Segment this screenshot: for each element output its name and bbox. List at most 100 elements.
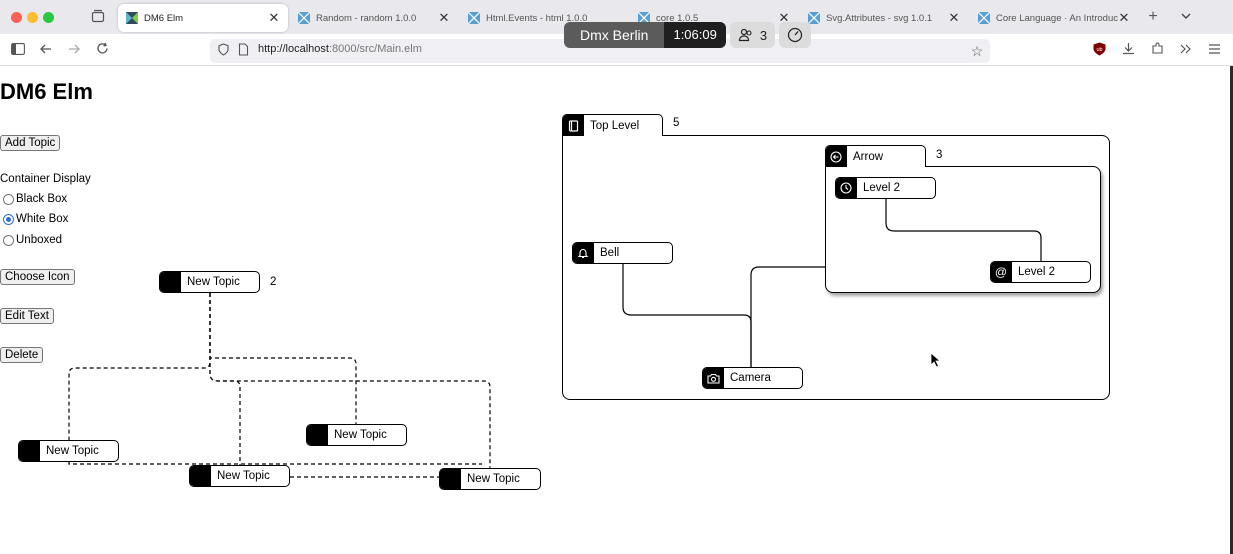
top-level-label: Top Level (590, 119, 640, 132)
topic-node[interactable]: New Topic (159, 271, 260, 293)
topic-label: New Topic (187, 276, 240, 288)
back-icon[interactable] (38, 42, 54, 58)
arrow-circle-icon (826, 146, 847, 167)
unboxed-label: Unboxed (16, 234, 63, 246)
menu-icon[interactable] (1206, 42, 1222, 58)
edit-text-button[interactable]: Edit Text (0, 308, 54, 324)
topic-node[interactable]: New Topic (306, 424, 407, 446)
sidebar-toggle-icon[interactable] (10, 42, 26, 58)
add-topic-button[interactable]: Add Topic (0, 135, 61, 151)
at-icon: @ (991, 262, 1012, 282)
close-window-button[interactable] (11, 12, 22, 23)
elm-favicon-icon (126, 12, 138, 24)
close-tab-icon[interactable]: ✕ (948, 10, 960, 25)
topic-label: New Topic (46, 445, 99, 457)
speed-button[interactable] (779, 22, 812, 48)
close-tab-icon[interactable]: ✕ (1118, 10, 1130, 25)
tab-title: Svg.Attributes - svg 1.0.1 (826, 12, 933, 24)
topic-icon (440, 469, 461, 489)
participants-icon (738, 28, 752, 42)
close-tab-icon[interactable]: ✕ (778, 10, 790, 25)
page-icon[interactable] (236, 43, 250, 59)
camera-icon (703, 368, 724, 388)
topic-node[interactable]: New Topic (439, 468, 541, 490)
bell-icon (573, 243, 594, 263)
tab-title: Html.Events - html 1.0.0 (486, 12, 588, 24)
ublock-icon[interactable]: ub (1091, 42, 1107, 59)
clock-icon (836, 178, 857, 198)
level2-topic-a[interactable]: Level 2 (835, 177, 936, 199)
chevron-down-icon[interactable] (1178, 9, 1194, 25)
close-tab-icon[interactable]: ✕ (268, 10, 280, 25)
container-display-label: Container Display (0, 173, 91, 185)
participant-count: 3 (759, 27, 768, 43)
association-line (209, 293, 241, 466)
topic-label: New Topic (467, 473, 520, 485)
download-icon[interactable] (1120, 42, 1136, 58)
zoom-window-button[interactable] (43, 12, 54, 23)
bell-topic[interactable]: Bell (572, 242, 673, 264)
forward-icon[interactable] (66, 42, 82, 58)
tab-title: Core Language · An Introducti (996, 12, 1118, 24)
reload-icon[interactable] (94, 42, 110, 58)
topic-icon (19, 441, 40, 461)
association-line (209, 293, 357, 425)
url-host: http://localhost (258, 43, 329, 55)
extensions-icon[interactable] (1149, 42, 1165, 58)
tab-overview-icon[interactable] (90, 9, 106, 26)
black-box-label: Black Box (16, 193, 68, 205)
level2-a-label: Level 2 (863, 182, 901, 194)
topic-label: New Topic (334, 429, 387, 441)
camera-topic[interactable]: Camera (702, 367, 803, 389)
meeting-overlay: Dmx Berlin 1:06:09 3 (564, 22, 812, 48)
minimize-window-button[interactable] (27, 12, 38, 23)
url-text[interactable]: http://localhost:8000/src/Main.elm (258, 43, 422, 55)
new-tab-icon[interactable]: + (1148, 8, 1158, 25)
mouse-cursor-icon (930, 352, 942, 368)
level2-b-label: Level 2 (1018, 266, 1056, 278)
topic-icon (160, 272, 181, 292)
white-box-label: White Box (16, 213, 69, 225)
topic-icon (190, 466, 211, 486)
dashed-associations (68, 293, 491, 478)
tab-title: DM6 Elm (144, 12, 184, 24)
tab-title: core 1.0.5 (656, 12, 699, 24)
gauge-icon (787, 27, 803, 43)
shield-icon[interactable] (216, 43, 230, 59)
bookmark-star-icon[interactable]: ☆ (970, 43, 984, 59)
choose-icon-button[interactable]: Choose Icon (0, 269, 75, 285)
overflow-chevron-icon[interactable] (1177, 42, 1193, 58)
camera-label: Camera (730, 372, 771, 384)
meeting-timer: 1:06:09 (664, 22, 726, 48)
white-box-radio[interactable] (3, 214, 14, 225)
tab-random[interactable]: Random - random 1.0.0 ✕ (290, 4, 458, 32)
elm-favicon-icon (978, 12, 990, 24)
association-line (68, 461, 482, 465)
delete-button[interactable]: Delete (0, 347, 44, 363)
top-level-count: 5 (673, 117, 680, 129)
svg-text:ub: ub (1096, 47, 1102, 53)
arrow-label: Arrow (853, 150, 884, 163)
tab-title: Random - random 1.0.0 (316, 12, 417, 24)
topic-node[interactable]: New Topic (189, 465, 290, 487)
arrow-container-tab[interactable]: Arrow (825, 145, 926, 167)
arrow-count: 3 (936, 149, 943, 161)
tab-html-events[interactable]: Html.Events - html 1.0.0 (460, 4, 628, 32)
bell-label: Bell (600, 247, 620, 259)
topic-icon (307, 425, 328, 445)
tab-dm6-elm[interactable]: DM6 Elm ✕ (118, 4, 288, 32)
tab-core-language[interactable]: Core Language · An Introducti ✕ (970, 4, 1138, 32)
url-path: :8000/src/Main.elm (328, 43, 422, 55)
participants-button[interactable]: 3 (729, 22, 776, 48)
topic-label: New Topic (217, 470, 270, 482)
topic-child-count: 2 (270, 276, 277, 288)
unboxed-radio[interactable] (3, 235, 14, 246)
page-title: DM6 Elm (0, 79, 93, 104)
close-tab-icon[interactable]: ✕ (438, 10, 450, 25)
tab-svg-attributes[interactable]: Svg.Attributes - svg 1.0.1 ✕ (800, 4, 968, 32)
level2-topic-b[interactable]: @ Level 2 (990, 261, 1091, 283)
top-level-container-tab[interactable]: Top Level (562, 114, 663, 136)
book-icon (563, 115, 584, 136)
topic-node[interactable]: New Topic (18, 440, 119, 462)
black-box-radio[interactable] (3, 194, 14, 205)
